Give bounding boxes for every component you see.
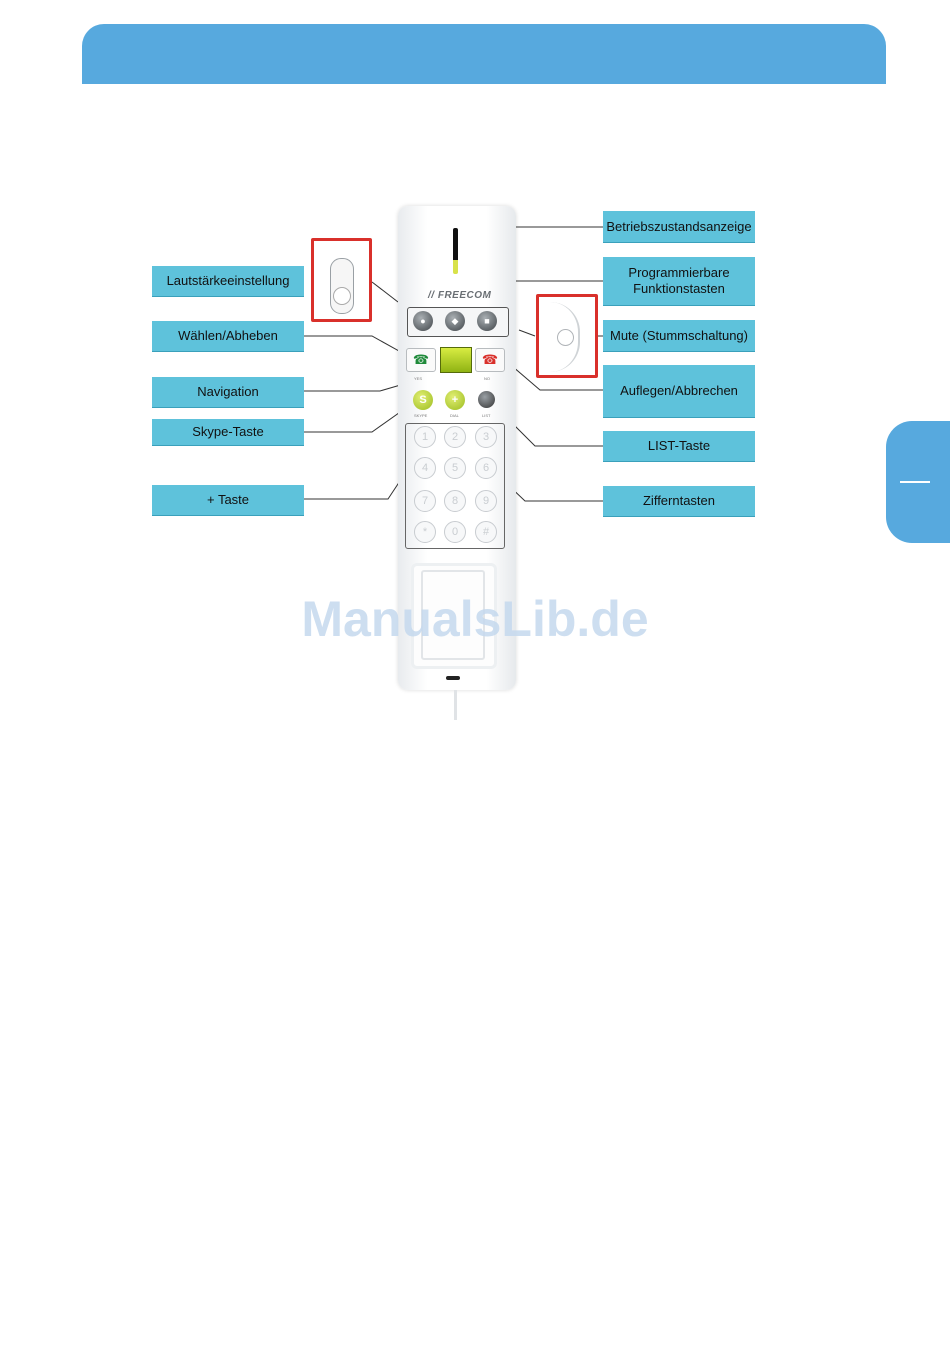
leader-number-keys (503, 480, 603, 501)
volume-slider[interactable] (330, 258, 354, 314)
key-2[interactable]: 2 (444, 426, 466, 448)
function-key-1[interactable]: ● (413, 311, 433, 331)
plus-button[interactable]: + (445, 390, 465, 410)
function-key-3[interactable]: ■ (477, 311, 497, 331)
key-6[interactable]: 6 (475, 457, 497, 479)
hangup-button[interactable]: ☎ (475, 348, 505, 372)
function-key-2[interactable]: ◆ (445, 311, 465, 331)
callout-hangup: Auflegen/Abbrechen (603, 365, 755, 417)
volume-knob[interactable] (333, 287, 351, 305)
label-dial: DIAL (450, 413, 459, 418)
label-yes: YES (414, 376, 422, 381)
usb-cable (454, 690, 457, 720)
leader-volume (372, 282, 398, 302)
callout-number-keys: Zifferntasten (603, 486, 755, 516)
callout-list: LIST-Taste (603, 431, 755, 461)
label-list: LIST (482, 413, 490, 418)
brand-logo: // FREECOM (428, 290, 491, 301)
status-indicator (453, 228, 458, 274)
callout-volume: Lautstärkeeinstellung (152, 266, 304, 296)
key-4[interactable]: 4 (414, 457, 436, 479)
key-7[interactable]: 7 (414, 490, 436, 512)
key-5[interactable]: 5 (444, 457, 466, 479)
key-hash[interactable]: # (475, 521, 497, 543)
dial-button[interactable]: ☎ (406, 348, 436, 372)
callout-function-keys: Programmierbare Funktionstasten (603, 257, 755, 305)
key-8[interactable]: 8 (444, 490, 466, 512)
navigation-key[interactable] (440, 347, 472, 373)
label-no: NO (484, 376, 490, 381)
key-1[interactable]: 1 (414, 426, 436, 448)
key-3[interactable]: 3 (475, 426, 497, 448)
mute-switch[interactable] (557, 329, 574, 346)
skype-button[interactable]: S (413, 390, 433, 410)
key-9[interactable]: 9 (475, 490, 497, 512)
usb-port (446, 676, 460, 680)
leader-mute-left (519, 330, 535, 336)
label-skype: SKYPE (414, 413, 427, 418)
callout-skype: Skype-Taste (152, 419, 304, 445)
key-0[interactable]: 0 (444, 521, 466, 543)
callout-mute: Mute (Stummschaltung) (603, 320, 755, 351)
watermark: ManualsLib.de (0, 590, 950, 648)
callout-dial: Wählen/Abheben (152, 321, 304, 351)
callout-status: Betriebszustandsanzeige (603, 211, 755, 242)
callout-plus: + Taste (152, 485, 304, 515)
key-star[interactable]: * (414, 521, 436, 543)
list-button[interactable] (478, 391, 495, 408)
callout-navigation: Navigation (152, 377, 304, 407)
leader-dial (304, 336, 408, 356)
